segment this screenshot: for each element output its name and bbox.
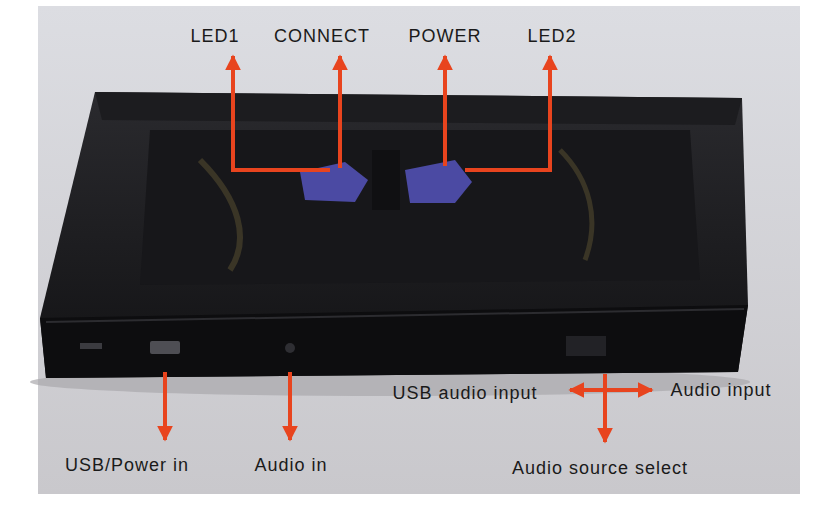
photo-ground — [38, 6, 800, 494]
part-label: USB audio input — [392, 383, 537, 404]
leader-line — [465, 56, 550, 170]
leader-line — [570, 388, 652, 392]
front-edge — [46, 309, 744, 322]
device-front — [40, 305, 748, 378]
divider — [372, 150, 400, 210]
part-label: POWER — [408, 26, 481, 47]
internal-part — [200, 160, 240, 270]
usb-port — [150, 341, 180, 354]
leader-line — [443, 56, 447, 166]
audio-jack — [285, 343, 295, 353]
part-label: LED2 — [527, 26, 576, 47]
switch — [566, 336, 606, 356]
device-body — [40, 92, 748, 378]
leader-line — [163, 372, 167, 440]
part-label: USB/Power in — [65, 455, 189, 476]
internal-part — [560, 150, 592, 260]
device-rim — [95, 92, 742, 125]
leader-line — [603, 374, 607, 442]
part-label: Audio source select — [512, 458, 688, 479]
part-label: LED1 — [190, 26, 239, 47]
device-recess — [140, 130, 700, 285]
leader-line — [233, 56, 330, 170]
usb-symbol — [80, 343, 102, 349]
leader-lines — [165, 56, 652, 442]
part-label: Audio in — [254, 455, 327, 476]
led-window — [405, 160, 472, 203]
leader-line — [338, 56, 342, 168]
leader-line — [288, 372, 292, 440]
part-label: CONNECT — [274, 26, 370, 47]
part-label: Audio input — [670, 380, 771, 401]
